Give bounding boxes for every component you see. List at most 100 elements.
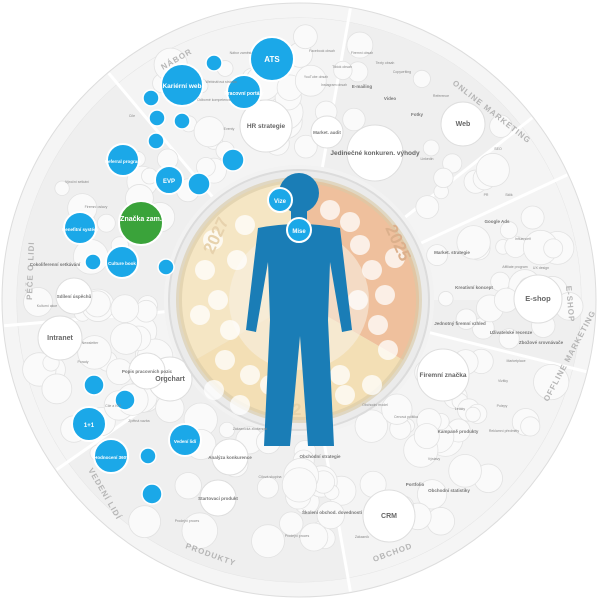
one-on-one-label: 1+1 xyxy=(84,423,95,429)
small-blue-node[interactable] xyxy=(187,172,211,196)
pie-dot xyxy=(220,320,240,340)
grey-circle-large xyxy=(199,479,237,517)
grey-circle xyxy=(316,500,345,530)
small-blue-node[interactable] xyxy=(84,253,102,271)
small-label-eshop-3: Marketplace xyxy=(506,359,525,363)
small-label-offline-1: Vizitky xyxy=(498,379,508,383)
small-blue-node[interactable] xyxy=(83,374,105,396)
market-strategie-label: Market. strategie xyxy=(434,250,470,255)
pie-dot xyxy=(215,350,235,370)
small-label-pece-1: Výroční setkání xyxy=(65,180,89,184)
small-label-online-2: Firemní obsah xyxy=(351,51,373,55)
small-blue-node[interactable] xyxy=(221,148,245,172)
ats-label: ATS xyxy=(264,55,280,64)
pie-dot xyxy=(320,200,340,220)
small-blue-node[interactable] xyxy=(148,109,166,127)
small-label-obchod-4: Zákazník xyxy=(355,535,369,539)
grey-circle xyxy=(128,505,161,539)
grey-circle xyxy=(97,213,116,233)
znacka-zam-label: Značka zam. xyxy=(120,216,162,223)
small-blue-node[interactable] xyxy=(205,54,223,72)
pie-dot xyxy=(340,212,360,232)
karierni-web-label: Kariérní web xyxy=(162,83,201,90)
one-on-one-node[interactable]: 1+1 xyxy=(71,406,107,442)
pracovni-portaly-label: Pracovní portály xyxy=(224,91,263,97)
background-circles xyxy=(22,24,584,558)
grey-circle-large xyxy=(37,315,83,361)
referral-node[interactable]: Referral program xyxy=(105,143,142,177)
grey-circle xyxy=(218,421,236,438)
grey-circle xyxy=(426,244,448,266)
small-label-produkty-2: Cílová skupina xyxy=(259,475,282,479)
market-audit-label: Market. audit xyxy=(313,130,341,135)
grey-circle xyxy=(489,114,513,138)
vedeni-lidi-node[interactable]: Vedení lidí xyxy=(168,423,202,457)
small-label-obchod-1: Obchodní model xyxy=(362,403,388,407)
evp-node[interactable]: EVP xyxy=(154,165,184,195)
blue-nodes: ATS Kariérní web Pracovní portály EVP Re… xyxy=(62,36,295,505)
grey-circle xyxy=(426,507,455,536)
fotky-label: Fotky xyxy=(411,112,423,117)
grey-circle-large xyxy=(440,101,486,147)
obchodni-statistiky-label: Obchodní statistiky xyxy=(428,488,470,493)
pie-dot xyxy=(195,260,215,280)
grey-circle xyxy=(346,31,374,59)
mise-node[interactable]: Mise xyxy=(286,217,312,243)
pie-dot xyxy=(240,365,260,385)
grey-circle xyxy=(110,322,143,355)
small-blue-node[interactable] xyxy=(139,447,157,465)
small-blue-node[interactable] xyxy=(173,112,191,130)
small-blue-node[interactable] xyxy=(157,258,175,276)
benefitni-system-node[interactable]: Benefitní systém xyxy=(62,211,98,245)
intranet-label: Intranet xyxy=(47,335,73,342)
hodnoceni-360-node[interactable]: Hodnocení 360° xyxy=(93,438,129,474)
grey-circle-large xyxy=(128,352,166,390)
karierni-web-node[interactable]: Kariérní web xyxy=(160,63,204,107)
vize-label: Vize xyxy=(274,199,287,205)
znacka-zamestnavatele-node[interactable]: Značka zam. xyxy=(118,200,164,246)
grey-circle xyxy=(342,107,366,132)
pie-dot xyxy=(335,385,355,405)
grey-circle xyxy=(294,64,327,97)
grey-circle-large xyxy=(513,274,563,324)
small-label-nabor-2: Webinářová stránka xyxy=(205,80,236,84)
vize-node[interactable]: Vize xyxy=(267,187,293,213)
grey-circle-large xyxy=(362,489,416,543)
segment-title-pece-o-lidi: PÉČE O LIDI xyxy=(25,241,36,300)
small-label-vedeni-2: Cíle a KPI xyxy=(105,404,121,408)
grey-circle xyxy=(41,373,73,405)
small-blue-node[interactable] xyxy=(114,389,136,411)
hodnoceni-label: Hodnocení 360° xyxy=(94,455,128,460)
small-label-offline-5: Výstavy xyxy=(428,457,441,461)
grey-circle xyxy=(415,195,440,219)
ats-node[interactable]: ATS xyxy=(249,36,295,82)
obchodni-strategie-label: Obchodní strategie xyxy=(299,454,341,459)
small-blue-node[interactable] xyxy=(141,483,163,505)
grey-circle xyxy=(438,291,454,307)
analyza-label: Analýza konkurence xyxy=(208,455,252,460)
culture-book-node[interactable]: Culture book xyxy=(105,245,139,279)
mise-label: Mise xyxy=(292,229,306,235)
pracovni-portaly-node[interactable]: Pracovní portály xyxy=(224,74,264,110)
small-label-online-7: Reference xyxy=(433,94,449,98)
small-blue-node[interactable] xyxy=(142,89,160,107)
grey-circle-large xyxy=(239,99,293,153)
crm-label: CRM xyxy=(381,513,397,520)
small-label-obchod-2: Cenová politika xyxy=(394,415,418,419)
small-blue-node[interactable] xyxy=(147,132,165,150)
grey-circle xyxy=(465,406,481,423)
small-label-online-3: YouTube obsah xyxy=(304,75,328,79)
jednotny-label: Jednotný firemní vzhled xyxy=(434,321,486,326)
segment-divider xyxy=(429,331,587,374)
small-label-offline-2: Polepy xyxy=(497,404,508,408)
grey-circle xyxy=(456,225,491,260)
small-label-online-12: Influenceři xyxy=(515,237,531,241)
small-label-online-5: Instagram obsah xyxy=(321,83,347,87)
pie-dot xyxy=(348,290,368,310)
e-mailing-label: E-mailing xyxy=(352,84,373,89)
grey-circle xyxy=(110,294,140,323)
grey-circle xyxy=(455,308,477,330)
grey-circle xyxy=(23,287,53,317)
year-bottom: 2 xyxy=(292,400,301,419)
